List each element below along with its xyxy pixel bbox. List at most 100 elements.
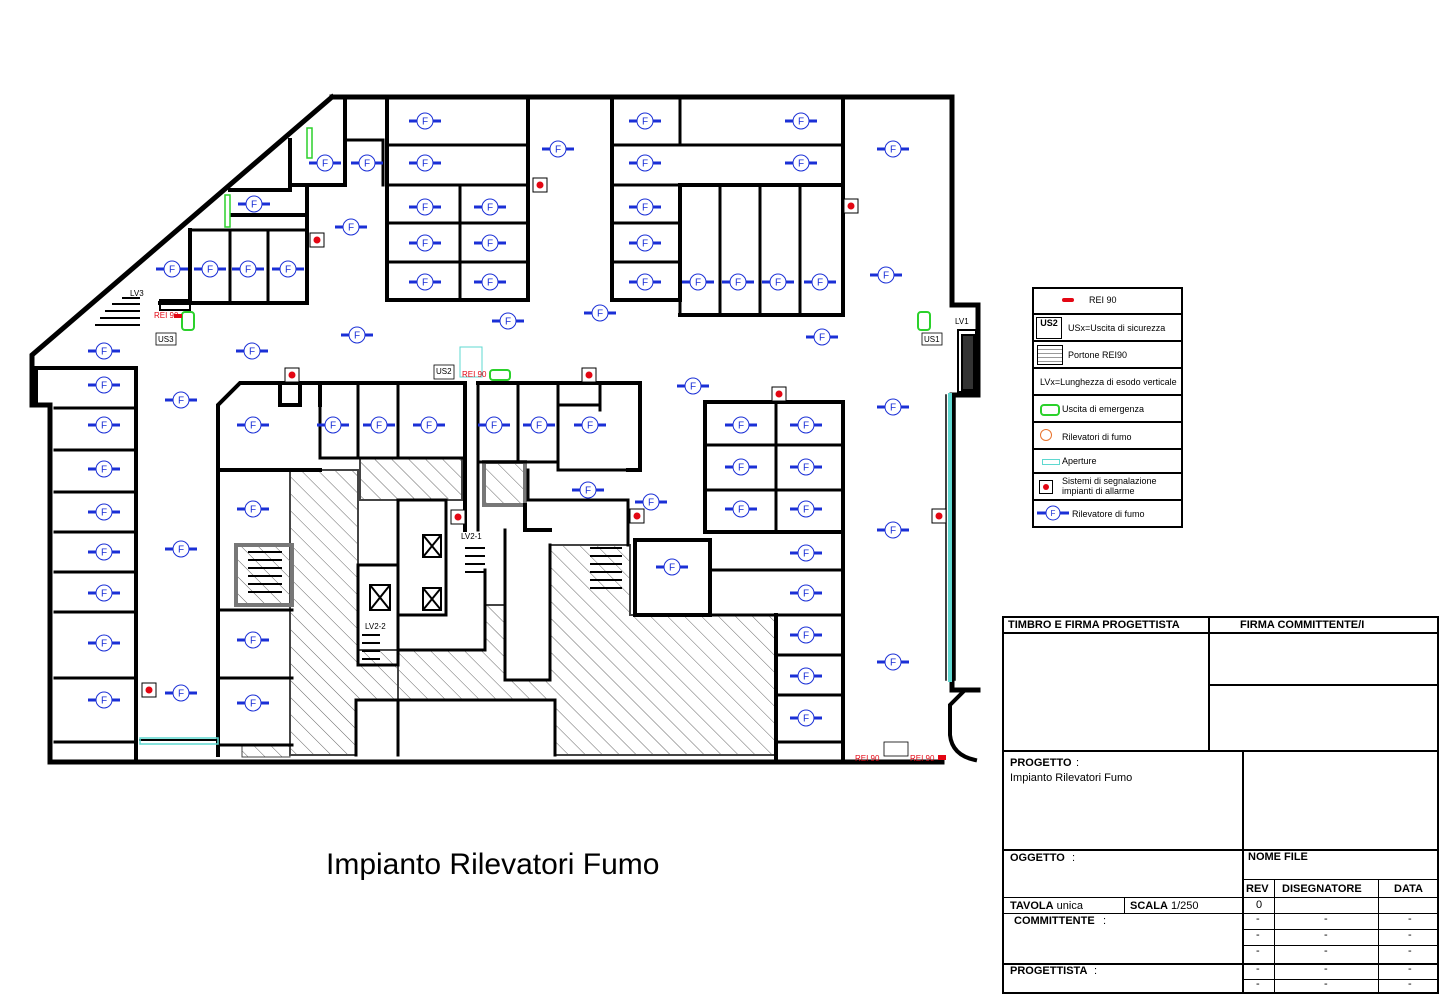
smoke-detector-icon: F xyxy=(88,416,120,434)
legend-item-lvx: LVx=Lunghezza di esodo verticale xyxy=(1034,367,1181,394)
smoke-detector-icon: F xyxy=(413,416,445,434)
svg-text:F: F xyxy=(330,421,336,432)
revision-cell: - xyxy=(1256,945,1260,957)
smoke-detector-icon: F xyxy=(232,260,264,278)
svg-text:F: F xyxy=(803,672,809,683)
legend-item-rilevatore: F Rilevatore di fumo xyxy=(1034,499,1181,524)
svg-text:F: F xyxy=(364,159,370,170)
smoke-detector-icon: F xyxy=(725,416,757,434)
svg-text:F: F xyxy=(101,508,107,519)
svg-text:F: F xyxy=(890,403,896,414)
smoke-detector-icon: F xyxy=(194,260,226,278)
legend-label: Rilevatori di fumo xyxy=(1062,432,1132,442)
svg-text:F: F xyxy=(798,159,804,170)
alarm-point-icon xyxy=(843,198,859,214)
svg-text:F: F xyxy=(249,347,255,358)
alarm-point-icon xyxy=(532,177,548,193)
svg-text:F: F xyxy=(487,239,493,250)
svg-text:F: F xyxy=(285,265,291,276)
openings-exits xyxy=(139,127,931,745)
tavola-value: unica xyxy=(1056,900,1083,912)
svg-text:F: F xyxy=(642,159,648,170)
smoke-detector-icon: F xyxy=(492,312,524,330)
smoke-detector-icon: F xyxy=(762,273,794,291)
smoke-detector-icon: F xyxy=(656,558,688,576)
svg-text:F: F xyxy=(817,278,823,289)
revision-cell: - xyxy=(1324,963,1328,975)
scala-value: 1/250 xyxy=(1170,900,1199,912)
label-us2: US2 xyxy=(436,367,452,376)
smoke-detector-icon: F xyxy=(341,326,373,344)
stairs xyxy=(95,297,975,660)
smoke-detector-icon: F xyxy=(806,328,838,346)
svg-text:F: F xyxy=(803,421,809,432)
svg-text:F: F xyxy=(348,223,354,234)
smoke-detector-icon: F xyxy=(88,691,120,709)
revision-cell: - xyxy=(1324,978,1328,990)
label-rei-center: REI 90 xyxy=(462,370,487,379)
label-us3: US3 xyxy=(158,335,174,344)
svg-text:F: F xyxy=(250,699,256,710)
legend-label: Uscita di emergenza xyxy=(1062,404,1145,414)
smoke-detector-icon: F xyxy=(409,112,441,130)
walls xyxy=(29,93,981,765)
smoke-detector-icon: F xyxy=(237,694,269,712)
svg-text:F: F xyxy=(250,505,256,516)
smoke-detector-icon: F xyxy=(790,416,822,434)
smoke-detector-icon: F xyxy=(409,154,441,172)
smoke-detector-icon: F xyxy=(790,709,822,727)
svg-text:F: F xyxy=(642,117,648,128)
svg-text:F: F xyxy=(555,145,561,156)
alarm-point-icon xyxy=(1039,480,1053,494)
svg-text:F: F xyxy=(642,203,648,214)
svg-text:F: F xyxy=(487,203,493,214)
label-lv2-1: LV2-1 xyxy=(461,532,482,541)
legend-item-usx: US2 USx=Uscita di sicurezza xyxy=(1034,313,1181,340)
smoke-detector-icon: F xyxy=(474,273,506,291)
svg-text:F: F xyxy=(803,631,809,642)
timbro-label: TIMBRO E FIRMA PROGETTISTA xyxy=(1008,619,1180,631)
smoke-detector-icon: F xyxy=(629,112,661,130)
plan-labels: LV3 LV1 US3 US2 US1 LV2-1 LV2-2 REI 90 R… xyxy=(130,289,969,763)
smoke-detector-icon: F xyxy=(790,667,822,685)
smoke-detector-icon: F xyxy=(790,544,822,562)
svg-text:F: F xyxy=(207,265,213,276)
svg-text:F: F xyxy=(354,331,360,342)
svg-text:F: F xyxy=(642,278,648,289)
svg-text:F: F xyxy=(648,498,654,509)
svg-text:F: F xyxy=(101,589,107,600)
revision-cell: - xyxy=(1408,929,1412,941)
smoke-detector-icon: F xyxy=(156,260,188,278)
svg-text:F: F xyxy=(426,421,432,432)
svg-text:F: F xyxy=(775,278,781,289)
smoke-detector-icon: F xyxy=(629,154,661,172)
smoke-detector-icon: F xyxy=(584,304,616,322)
svg-text:F: F xyxy=(803,589,809,600)
smoke-detector-icon: F xyxy=(877,398,909,416)
alarm-point-icon xyxy=(771,386,787,402)
svg-text:F: F xyxy=(585,486,591,497)
svg-text:F: F xyxy=(1051,509,1056,518)
smoke-detector-icon: F xyxy=(790,500,822,518)
legend-item-uscita: Uscita di emergenza xyxy=(1034,394,1181,421)
svg-text:F: F xyxy=(803,549,809,560)
svg-text:F: F xyxy=(422,117,428,128)
smoke-detector-icon: F xyxy=(790,584,822,602)
smoke-detector-icon: F xyxy=(682,273,714,291)
svg-text:F: F xyxy=(803,463,809,474)
oggetto-label: OGGETTO xyxy=(1010,852,1065,864)
svg-text:F: F xyxy=(669,563,675,574)
smoke-detector-icon: F xyxy=(309,154,341,172)
smoke-detector-icon: F xyxy=(635,493,667,511)
smoke-detector-icon: F xyxy=(88,342,120,360)
svg-text:F: F xyxy=(178,396,184,407)
alarm-point-icon xyxy=(450,509,466,525)
svg-text:F: F xyxy=(101,421,107,432)
smoke-detector-icon: F xyxy=(629,198,661,216)
svg-text:F: F xyxy=(169,265,175,276)
svg-text:F: F xyxy=(101,696,107,707)
smoke-detector-icon: F xyxy=(88,543,120,561)
firma-label: FIRMA COMMITTENTE/I xyxy=(1240,619,1365,631)
svg-text:F: F xyxy=(422,239,428,250)
